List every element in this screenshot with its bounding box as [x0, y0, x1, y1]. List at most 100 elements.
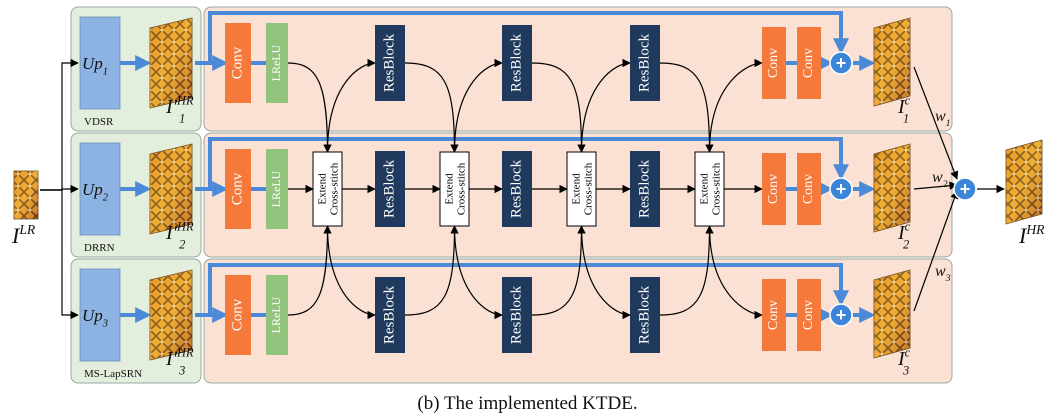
lrelu-block [266, 23, 288, 103]
model-name: MS-LapSRN [84, 368, 142, 380]
resblock [502, 277, 532, 353]
conv-label: Conv [766, 300, 781, 330]
conv-block [225, 23, 251, 103]
cross-stitch-output [326, 58, 376, 153]
resblock [630, 277, 660, 353]
weight-arrow [913, 190, 959, 312]
upsample-block [79, 142, 121, 236]
conv-label: Conv [801, 300, 816, 330]
weight-label: w1 [935, 108, 951, 129]
input-label: ILR [11, 222, 36, 248]
output-label: IHR [1018, 222, 1045, 248]
lrelu-label: LReLU [269, 296, 283, 333]
cross-stitch-output [708, 225, 763, 320]
lrelu-label: LReLU [269, 170, 283, 207]
resblock [502, 25, 532, 101]
upsample-label: Up2 [82, 180, 109, 203]
lrelu-block [266, 275, 288, 355]
final-add-symbol: + [960, 179, 971, 199]
cross-stitch-output [580, 58, 631, 153]
cross-stitch-input [531, 62, 586, 153]
final-add-node [953, 177, 977, 201]
cross-stitch-input [531, 225, 586, 316]
weight-arrow [913, 66, 959, 180]
cross-stitch-output [580, 225, 631, 320]
cross-stitch-block [694, 151, 725, 227]
conv-block [797, 27, 821, 99]
output-image [1005, 139, 1043, 225]
resblock [375, 25, 405, 101]
cross-stitch-output [453, 225, 503, 320]
add-node [829, 51, 853, 75]
input-arrow [40, 189, 79, 320]
skip-connection [208, 11, 849, 63]
figure-caption: (b) The implemented KTDE. [417, 393, 638, 414]
sr-image [149, 143, 193, 235]
conv-label: Conv [766, 174, 781, 204]
lrelu-block [266, 149, 288, 229]
cross-stitch-output [326, 225, 376, 320]
resblock-label: ResBlock [508, 33, 524, 92]
resblock-label: ResBlock [381, 285, 397, 344]
cross-stitch-output [708, 58, 763, 153]
resblock [375, 277, 405, 353]
conv-block [797, 279, 821, 351]
sr-image [149, 269, 193, 361]
cross-stitch-input [404, 62, 459, 153]
skip-connection [208, 137, 849, 189]
cross-stitch-input [404, 225, 459, 316]
weight-label: w2 [932, 169, 948, 190]
cross-stitch-label: ExtendCross-stitch [317, 162, 341, 215]
add-symbol: + [836, 53, 847, 73]
lrelu-label: LReLU [269, 44, 283, 81]
resblock [630, 151, 660, 227]
add-node [829, 177, 853, 201]
model-name: DRRN [84, 242, 115, 254]
upsample-label: Up1 [82, 54, 108, 77]
conv-label: Conv [229, 172, 245, 205]
branch-output-image [873, 269, 911, 359]
resblock [375, 151, 405, 227]
resblock-label: ResBlock [636, 159, 652, 218]
resblock-label: ResBlock [636, 33, 652, 92]
cross-stitch-label: ExtendCross-stitch [571, 162, 595, 215]
cross-stitch-output [453, 58, 503, 153]
upsample-label: Up3 [82, 306, 108, 329]
resblock-label: ResBlock [381, 33, 397, 92]
upsample-block [79, 268, 121, 362]
cross-stitch-block [566, 151, 597, 227]
resblock [630, 25, 660, 101]
conv-block [225, 275, 251, 355]
conv-block [797, 153, 821, 225]
upsample-block [79, 16, 121, 110]
model-name: VDSR [84, 116, 114, 128]
cross-stitch-input [287, 62, 332, 153]
resblock-label: ResBlock [636, 285, 652, 344]
cross-stitch-block [439, 151, 470, 227]
cross-stitch-label: ExtendCross-stitch [444, 162, 468, 215]
skip-connection [208, 263, 849, 315]
cross-stitch-input [659, 62, 714, 153]
conv-block [762, 279, 786, 351]
cross-stitch-input [659, 225, 714, 316]
conv-label: Conv [766, 48, 781, 78]
conv-block [762, 27, 786, 99]
cross-stitch-label: ExtendCross-stitch [699, 162, 723, 215]
add-symbol: + [836, 305, 847, 325]
weight-arrow [913, 181, 958, 190]
conv-label: Conv [229, 46, 245, 79]
branch-output-image [873, 143, 911, 233]
resblock-label: ResBlock [381, 159, 397, 218]
conv-label: Conv [801, 174, 816, 204]
weight-label: w3 [935, 263, 951, 284]
sr-image [149, 17, 193, 109]
resblock [502, 151, 532, 227]
add-symbol: + [836, 179, 847, 199]
resblock-label: ResBlock [508, 285, 524, 344]
